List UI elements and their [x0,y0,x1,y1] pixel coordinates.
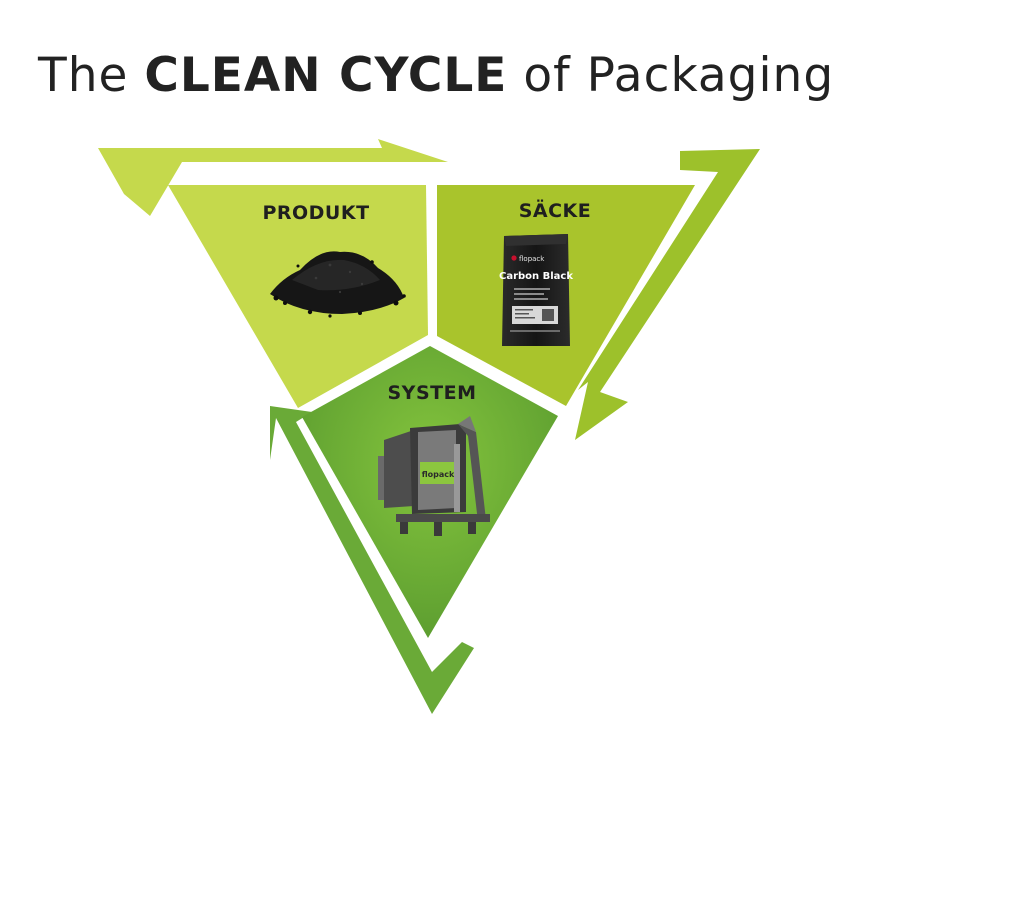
carbon-black-bag-icon: flopack Carbon Black [499,234,573,346]
bag-product: Carbon Black [499,271,573,282]
cycle-segments [168,185,695,638]
system-label: SYSTEM [388,382,477,404]
saecke-label: SÄCKE [519,198,592,222]
produkt-label: PRODUKT [262,202,369,224]
machine-brand: flopack [422,470,455,479]
bag-brand: flopack [519,255,545,263]
